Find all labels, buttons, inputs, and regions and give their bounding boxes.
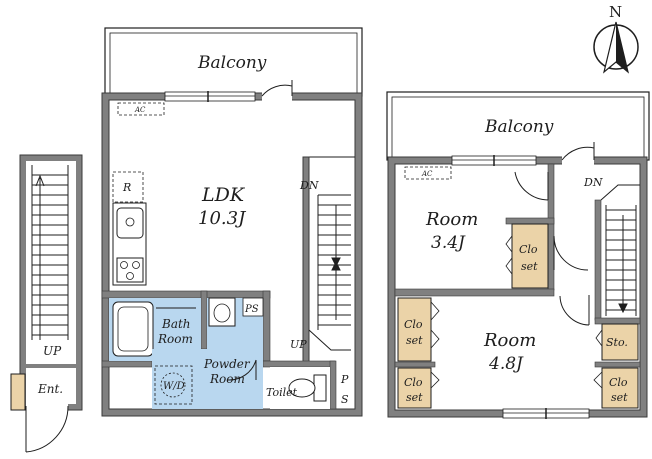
bath-room-wall-bottom [101, 360, 153, 368]
ldk-room-size: 10.3J [198, 208, 247, 229]
entrance-stairs-up-label: UP [43, 344, 62, 358]
bath-block-wall-top [101, 290, 271, 299]
ldk-balcony-railing [104, 27, 363, 97]
closet-south-1-door-icon [430, 301, 440, 349]
ldk-room-name: LDK [201, 184, 246, 206]
toilet-wall-right [329, 360, 337, 410]
ldk-balcony-window [164, 91, 256, 102]
burner-3-icon [126, 272, 134, 280]
ldk-stairs [302, 156, 355, 368]
washer-space [154, 365, 193, 405]
toilet-wall-top [262, 360, 336, 368]
closet-south-2-label-1: Clo [404, 376, 423, 389]
upper-floor-unit: Balcony AC Room 3.4J [386, 91, 650, 419]
storage-wall-top [594, 317, 641, 325]
entrance-shoe-closet [10, 373, 26, 411]
upper-balcony-label: Balcony [484, 117, 554, 137]
ldk-balcony-door-icon [261, 80, 293, 101]
bath-block-wall-right [262, 290, 271, 362]
hall-wall-left [547, 163, 555, 291]
entry-door-icon [25, 405, 69, 453]
bath-room-label-2: Room [157, 332, 193, 346]
entrance-label: Ent. [37, 382, 63, 396]
room-south-name: Room [483, 330, 536, 351]
ps-side-label-1: P [340, 373, 349, 386]
closet-east [601, 367, 639, 409]
closet-wall [505, 217, 555, 225]
storage-label: Sto. [606, 336, 628, 349]
closet-north [511, 223, 549, 289]
washbasin-bowl-icon [213, 303, 231, 323]
entry-door-opening [26, 401, 68, 411]
bathtub-inner-icon [117, 306, 149, 352]
ldk-stairs-dn-label: DN [299, 179, 319, 192]
ldk-ac-unit [117, 102, 165, 116]
room-south-door-icon [559, 295, 590, 326]
toilet-tank-icon [313, 374, 327, 402]
burner-1-icon [120, 261, 128, 269]
ps-top-label: PS [244, 304, 259, 315]
closet-south-1 [397, 297, 432, 362]
left-closet-divider [394, 361, 436, 368]
powder-room-label-2: Room [209, 372, 245, 386]
toilet-label: Toilet [266, 386, 298, 399]
ldk-ac-label: AC [134, 106, 146, 114]
bath-room-label-1: Bath [161, 317, 191, 331]
toilet-bowl-icon [288, 378, 316, 398]
room-south-size: 4.8J [488, 354, 524, 374]
room-north-wall-bottom [394, 288, 555, 297]
ldk-stairs-up-label: UP [290, 338, 307, 351]
burner-2-icon [132, 261, 140, 269]
washer-drum-icon [160, 372, 186, 398]
bath-room-wall-right [200, 290, 208, 350]
ps-top-box [242, 297, 264, 317]
storage-door-icon [595, 329, 603, 347]
upper-balcony-railing [386, 91, 650, 161]
closet-south-2 [397, 367, 432, 409]
sink-drain-icon [125, 217, 135, 227]
powder-door-icon [227, 359, 257, 381]
room-north-door-icon [514, 171, 549, 201]
upper-stairs-dn-label: DN [583, 176, 603, 189]
fridge-space [112, 171, 144, 203]
ps-side-label-2: S [341, 393, 349, 406]
closet-east-door-icon [593, 371, 603, 389]
upper-ac-label: AC [421, 170, 433, 178]
closet-south-2-door-icon [430, 371, 440, 389]
washer-label: W/D [163, 381, 185, 392]
upper-stairs [600, 184, 640, 316]
room-north-name: Room [425, 209, 478, 230]
entrance-stair-treads [31, 165, 69, 340]
ldk-unit: Balcony AC LDK 10.3J R [101, 27, 363, 417]
north-arrow-fill [616, 22, 628, 72]
upper-outer-wall [387, 156, 648, 418]
closet-south-2-label-2: set [406, 391, 423, 404]
bathtub-icon [112, 301, 154, 357]
closet-south-1-label-1: Clo [404, 318, 423, 331]
room-north-size: 3.4J [431, 233, 466, 253]
storage-wall-bottom [594, 361, 641, 368]
compass-label: N [609, 3, 622, 21]
ldk-balcony-label: Balcony [197, 53, 267, 73]
entrance-unit: UP Ent. [10, 154, 83, 453]
closet-north-label-2: set [521, 260, 538, 273]
closet-east-label-1: Clo [609, 376, 628, 389]
hall-door-icon [553, 235, 589, 271]
powder-room-label-1: Powder [203, 357, 251, 371]
powder-room-floor [152, 349, 263, 409]
upper-ac-unit [404, 166, 452, 180]
storage [601, 323, 639, 361]
closet-north-door-icon [505, 235, 513, 275]
compass: N [593, 3, 639, 74]
closet-east-label-2: set [611, 391, 628, 404]
closet-south-1-label-2: set [406, 334, 423, 347]
stair-wall-left [594, 199, 602, 321]
upper-balcony-door-icon [561, 142, 595, 165]
fridge-label: R [122, 181, 131, 194]
closet-north-label-1: Clo [519, 243, 538, 256]
stove-icon [116, 257, 144, 283]
